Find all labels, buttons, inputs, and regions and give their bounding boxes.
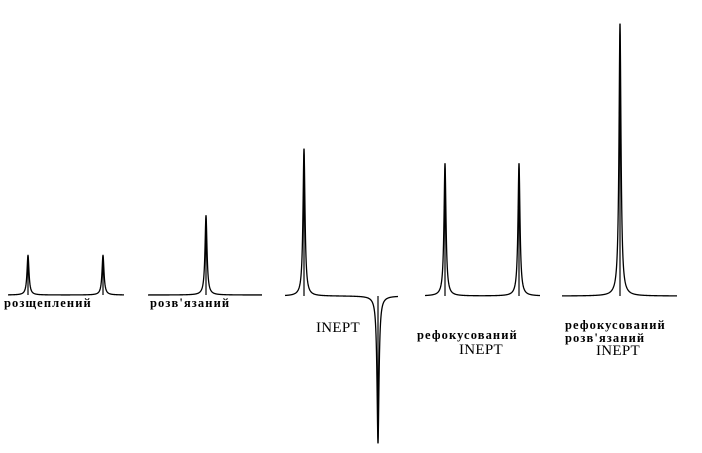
label-refocused-inept-line1: рефокусований [417, 328, 518, 342]
spectrum-trace [147, 214, 263, 296]
spectrum-split [7, 254, 125, 296]
label-inept: INEPT [316, 320, 360, 336]
spectrum-trace [284, 148, 399, 444]
label-refocused-decoupled-inept-line3: INEPT [596, 343, 640, 359]
label-refocused-decoupled-inept-line2: розв'язаний [565, 331, 646, 345]
spectra-layer [7, 23, 678, 444]
spectrum-inept [284, 148, 399, 444]
label-split: розщеплений [4, 296, 92, 310]
label-decoupled: розв'язаний [150, 296, 231, 310]
label-refocused-inept-line2: INEPT [459, 342, 503, 358]
spectrum-trace [7, 254, 125, 296]
spectrum-trace [424, 163, 541, 297]
spectrum-refocused-decoupled-inept [561, 23, 678, 297]
spectrum-decoupled [147, 214, 263, 296]
spectrum-refocused-inept [424, 163, 541, 297]
label-refocused-decoupled-inept-line1: рефокусований [565, 318, 666, 332]
